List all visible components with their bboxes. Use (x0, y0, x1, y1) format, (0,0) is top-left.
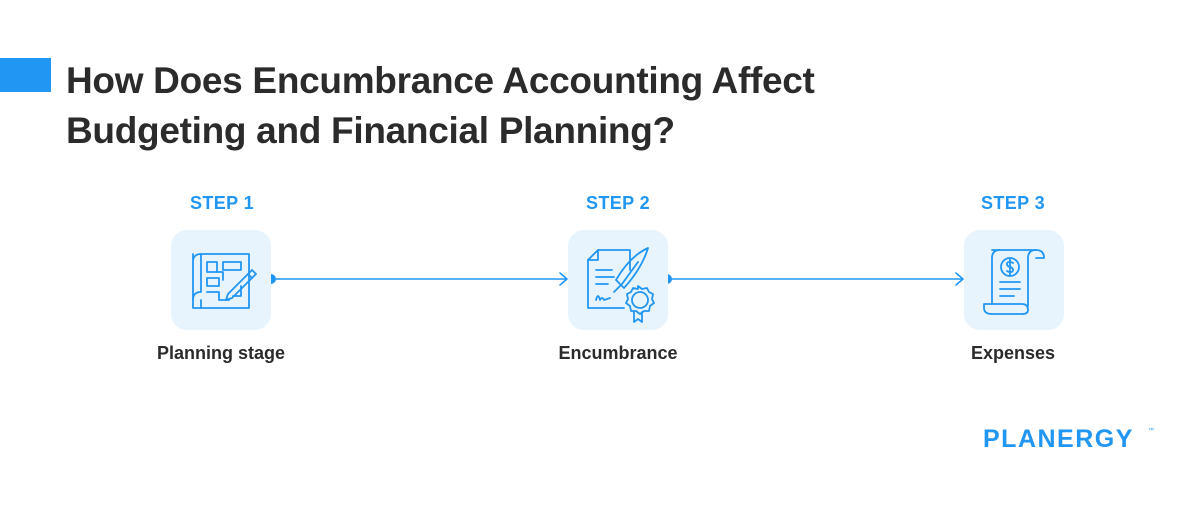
blueprint-icon (192, 253, 257, 309)
connector-step2-to-step3 (667, 272, 964, 286)
step-3-icon-box (964, 230, 1064, 330)
step-1-caption: Planning stage (156, 343, 286, 363)
connector-step1-to-step2 (271, 272, 568, 286)
receipt-dollar-icon (983, 249, 1045, 315)
step-3-caption: Expenses (970, 343, 1056, 363)
accent-bar (0, 58, 51, 92)
page-title: How Does Encumbrance Accounting Affect B… (66, 56, 966, 156)
step-1-label: STEP 1 (189, 193, 255, 213)
step-1-icon-box (171, 230, 271, 330)
contract-seal-icon (587, 247, 655, 323)
planergy-logo: PLANERGY (983, 425, 1134, 453)
step-2-caption: Encumbrance (558, 343, 678, 363)
step-3-label: STEP 3 (980, 193, 1046, 213)
step-2-label: STEP 2 (585, 193, 651, 213)
title-line-1: How Does Encumbrance Accounting Affect (66, 60, 815, 101)
step-2-icon-box (568, 230, 668, 330)
title-line-2: Budgeting and Financial Planning? (66, 110, 675, 151)
logo-trademark: ™ (1148, 428, 1154, 434)
